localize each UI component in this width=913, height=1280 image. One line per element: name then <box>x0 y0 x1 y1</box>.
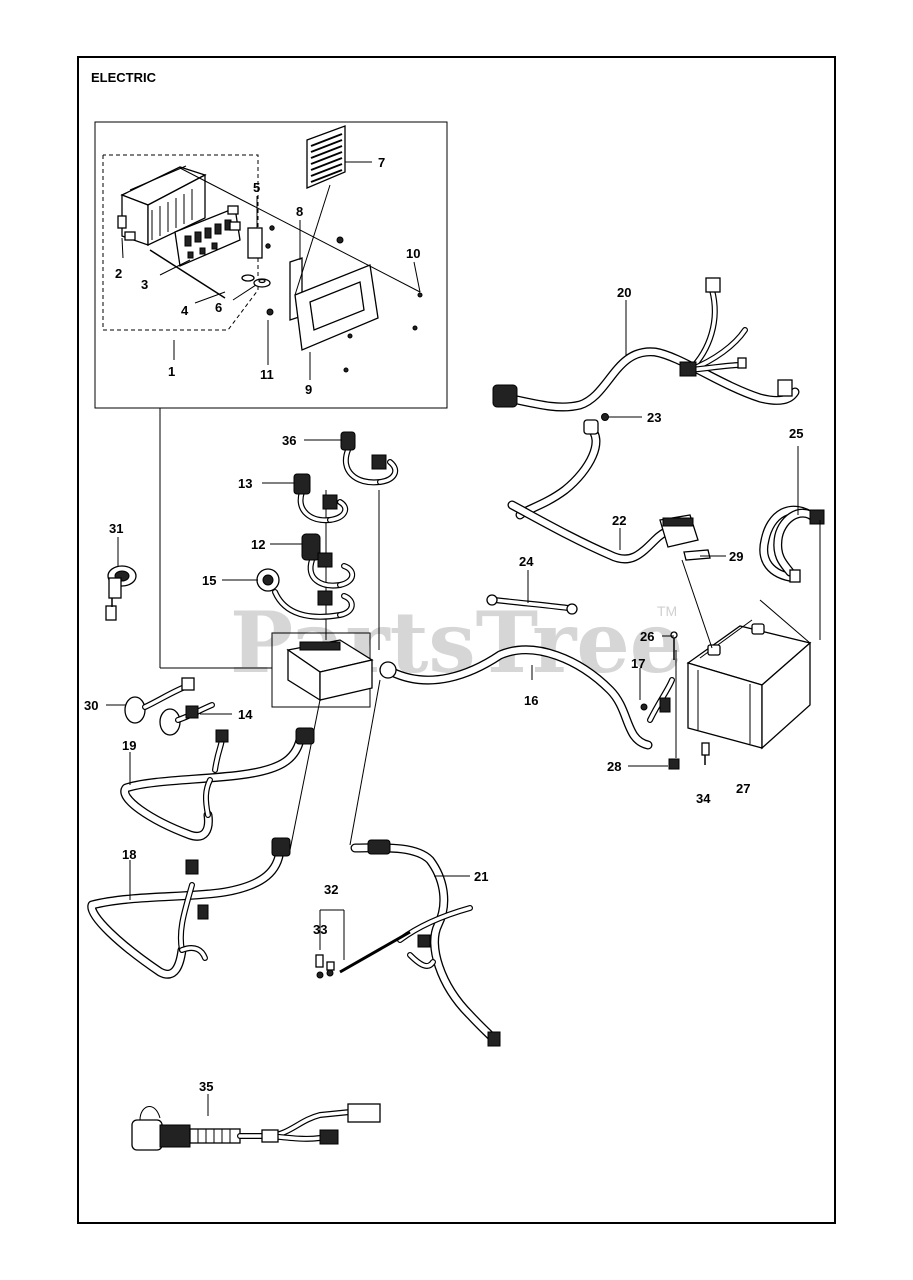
box-housing <box>117 165 207 247</box>
decal-label <box>306 125 346 189</box>
callout-13: 13 <box>238 476 252 491</box>
harness-21 <box>339 839 501 1047</box>
callout-35: 35 <box>199 1079 213 1094</box>
circuit-board <box>174 205 241 267</box>
callout-8: 8 <box>296 204 303 219</box>
callout-1: 1 <box>168 364 175 379</box>
callout-30: 30 <box>84 698 98 713</box>
diagram-title: ELECTRIC <box>91 70 157 85</box>
callout-34: 34 <box>696 791 711 806</box>
callout-24: 24 <box>519 554 534 569</box>
callout-29: 29 <box>729 549 743 564</box>
callout-26: 26 <box>640 629 654 644</box>
harness-36 <box>340 431 399 486</box>
callout-27: 27 <box>736 781 750 796</box>
adapter-harness <box>131 1103 381 1151</box>
callout-18: 18 <box>122 847 136 862</box>
callout-5: 5 <box>253 180 260 195</box>
callout-28: 28 <box>607 759 621 774</box>
callout-11: 11 <box>260 367 274 382</box>
key-switch <box>105 565 137 621</box>
bolt-17 <box>640 703 648 711</box>
callout-14: 14 <box>238 707 253 722</box>
callout-9: 9 <box>305 382 312 397</box>
cable-25 <box>759 505 825 583</box>
cover-plate <box>294 184 379 351</box>
callout-7: 7 <box>378 155 385 170</box>
callout-21: 21 <box>474 869 488 884</box>
leader-lines <box>106 161 799 1116</box>
screws <box>265 225 423 373</box>
harness-19 <box>120 727 315 841</box>
callout-31: 31 <box>109 521 123 536</box>
callout-6: 6 <box>215 300 222 315</box>
callout-15: 15 <box>202 573 216 588</box>
control-box-kit <box>94 121 448 669</box>
nut-23 <box>601 413 609 421</box>
control-module <box>271 490 381 851</box>
callout-32: 32 <box>324 882 338 897</box>
kit-subassembly-outline <box>102 154 259 331</box>
sensor-34 <box>701 742 710 765</box>
harness-15 <box>256 568 355 620</box>
cable-16 <box>379 645 675 750</box>
callouts: 1 2 3 4 5 6 7 8 9 10 11 12 13 14 15 16 1… <box>84 155 803 1094</box>
harness-20 <box>492 277 800 412</box>
battery <box>681 520 821 750</box>
nut <box>241 274 271 288</box>
callout-10: 10 <box>406 246 420 261</box>
callout-2: 2 <box>115 266 122 281</box>
callout-19: 19 <box>122 738 136 753</box>
rod <box>149 249 226 299</box>
kit-box <box>94 121 448 409</box>
callout-33: 33 <box>313 922 327 937</box>
terminal-28 <box>668 758 680 770</box>
callout-23: 23 <box>647 410 661 425</box>
callout-12: 12 <box>251 537 265 552</box>
callout-4: 4 <box>181 303 189 318</box>
lamps <box>124 677 215 736</box>
harness-13 <box>293 473 349 524</box>
terminal-kit <box>315 909 345 979</box>
harness-18 <box>87 837 291 979</box>
screw-26 <box>670 631 678 660</box>
callout-16: 16 <box>524 693 538 708</box>
callout-3: 3 <box>141 277 148 292</box>
cable-22 <box>507 419 711 564</box>
callout-36: 36 <box>282 433 296 448</box>
callout-25: 25 <box>789 426 803 441</box>
callout-20: 20 <box>617 285 631 300</box>
relay <box>247 227 263 259</box>
ground-strap <box>486 594 578 615</box>
callout-17: 17 <box>631 656 645 671</box>
harness-12 <box>301 533 356 589</box>
callout-22: 22 <box>612 513 626 528</box>
watermark-trademark: TM <box>657 603 677 619</box>
page-frame <box>77 56 836 1224</box>
